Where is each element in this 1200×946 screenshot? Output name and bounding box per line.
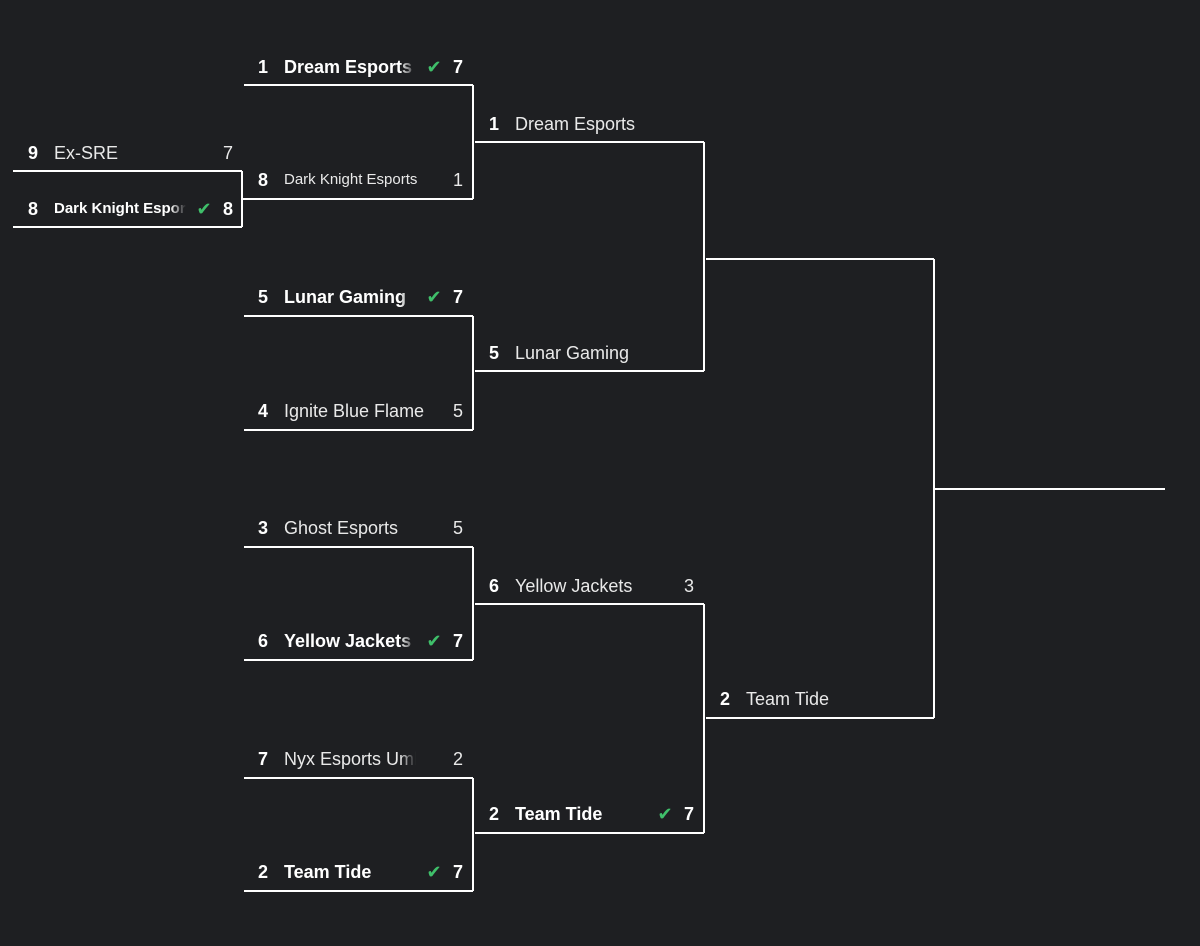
checkmark-icon: ✔ [426, 862, 442, 882]
team-seed: 4 [258, 401, 269, 421]
team-name: Ignite Blue Flame [284, 401, 425, 421]
team-seed: 1 [258, 57, 269, 77]
checkmark-icon: ✔ [426, 631, 442, 651]
team-seed: 8 [28, 199, 39, 219]
team-score: 7 [452, 287, 463, 307]
team-score: 7 [222, 143, 233, 163]
team-score: 5 [452, 518, 463, 538]
team-name: Yellow Jackets [515, 576, 633, 596]
team-seed: 3 [258, 518, 269, 538]
team-score: 5 [452, 401, 463, 421]
team-seed: 6 [258, 631, 269, 651]
team-score: 8 [222, 199, 233, 219]
team-seed: 2 [489, 804, 500, 824]
team-seed: 8 [258, 170, 269, 190]
team-name: Dark Knight Esports [284, 171, 418, 188]
team-seed: 2 [258, 862, 269, 882]
team-name: Team Tide [284, 862, 372, 882]
team-name: Nyx Esports Umbra [284, 749, 416, 769]
team-score: 7 [452, 57, 463, 77]
team-name: Lunar Gaming [515, 343, 630, 363]
team-seed: 1 [489, 114, 500, 134]
team-name: Yellow Jackets [284, 631, 412, 651]
team-name: Dream Esports [284, 57, 413, 77]
team-seed: 2 [720, 689, 731, 709]
team-name: Ex-SRE [54, 143, 119, 163]
team-name: Team Tide [746, 689, 830, 709]
team-name: Dream Esports [515, 114, 636, 134]
team-name: Team Tide [515, 804, 603, 824]
team-name: Dark Knight Esports [54, 200, 186, 217]
team-seed: 5 [489, 343, 500, 363]
checkmark-icon: ✔ [196, 199, 212, 219]
team-name: Ghost Esports [284, 518, 399, 538]
checkmark-icon: ✔ [657, 804, 673, 824]
checkmark-icon: ✔ [426, 287, 442, 307]
checkmark-icon: ✔ [426, 57, 442, 77]
team-score: 1 [452, 170, 463, 190]
team-score: 7 [452, 862, 463, 882]
team-score: 3 [683, 576, 694, 596]
team-score: 2 [452, 749, 463, 769]
team-seed: 7 [258, 749, 269, 769]
team-score: 7 [683, 804, 694, 824]
team-name: Lunar Gaming [284, 287, 407, 307]
team-seed: 5 [258, 287, 269, 307]
team-seed: 9 [28, 143, 39, 163]
team-seed: 6 [489, 576, 500, 596]
team-score: 7 [452, 631, 463, 651]
